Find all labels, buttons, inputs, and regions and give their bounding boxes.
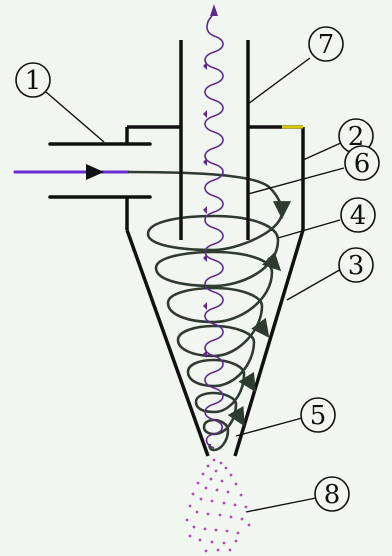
leader-lines xyxy=(45,57,345,513)
callout-8-label: 8 xyxy=(324,480,341,510)
inner-vortex xyxy=(204,15,224,449)
leader-line-7 xyxy=(247,57,311,105)
outer-vortex xyxy=(127,170,292,452)
inlet-pipe xyxy=(13,142,152,199)
callout-3: 3 xyxy=(338,247,374,283)
callout-1: 1 xyxy=(15,62,51,98)
inner-vortex-spiral xyxy=(204,15,224,449)
callout-7-label: 7 xyxy=(318,30,335,60)
outer-vortex-arrow-3 xyxy=(238,371,256,393)
callout-5-label: 5 xyxy=(310,401,327,431)
callout-8: 8 xyxy=(314,476,350,512)
callout-7: 7 xyxy=(308,26,344,62)
outlet-tube xyxy=(179,40,250,240)
cone-right-wall xyxy=(233,229,305,457)
leader-line-4 xyxy=(277,219,341,239)
outer-vortex-arrow-2 xyxy=(251,317,270,338)
leader-line-2 xyxy=(302,141,344,161)
outer-vortex-arrow-4 xyxy=(227,406,245,427)
outer-vortex-entry xyxy=(127,170,292,220)
leader-line-3 xyxy=(286,267,344,301)
callout-3-label: 3 xyxy=(348,251,365,281)
callout-5: 5 xyxy=(300,397,336,433)
callout-2: 2 xyxy=(338,118,374,154)
leader-line-6 xyxy=(247,167,345,195)
callout-1-label: 1 xyxy=(25,66,42,96)
leader-line-5 xyxy=(235,417,303,437)
cone-left-wall xyxy=(125,229,210,457)
callout-4: 4 xyxy=(340,197,376,233)
inner-vortex-arrows xyxy=(203,4,218,358)
outer-vortex-spiral xyxy=(146,211,284,452)
callout-4-label: 4 xyxy=(350,201,367,231)
callout-6: 6 xyxy=(344,145,380,181)
outer-vortex-arrow-1 xyxy=(261,251,282,272)
dust-particles xyxy=(185,458,251,553)
callout-2-label: 2 xyxy=(348,122,365,152)
leader-line-1 xyxy=(45,91,105,143)
leader-line-8 xyxy=(245,497,317,513)
callout-6-label: 6 xyxy=(354,149,371,179)
inlet-flow-arrow-head xyxy=(86,164,104,180)
